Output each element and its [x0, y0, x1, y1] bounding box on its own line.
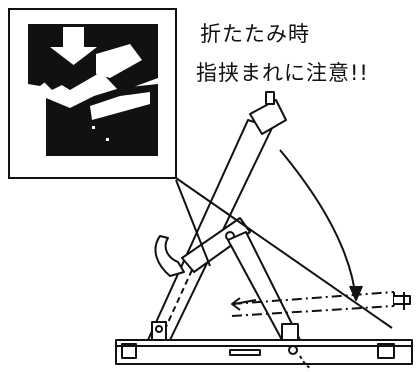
hand-icon [36, 44, 142, 90]
lever-bracket [181, 217, 251, 273]
fold-arrow [279, 149, 357, 301]
folding-stand [115, 91, 413, 369]
caution-line-2: 指挟まれに注意!! [196, 61, 369, 85]
caution-line-1: 折たたみ時 [200, 22, 310, 46]
pinch-hazard-pictogram [8, 8, 177, 179]
base-rail [115, 339, 413, 365]
down-arrow-icon [50, 27, 97, 65]
folding-leg [227, 231, 301, 341]
